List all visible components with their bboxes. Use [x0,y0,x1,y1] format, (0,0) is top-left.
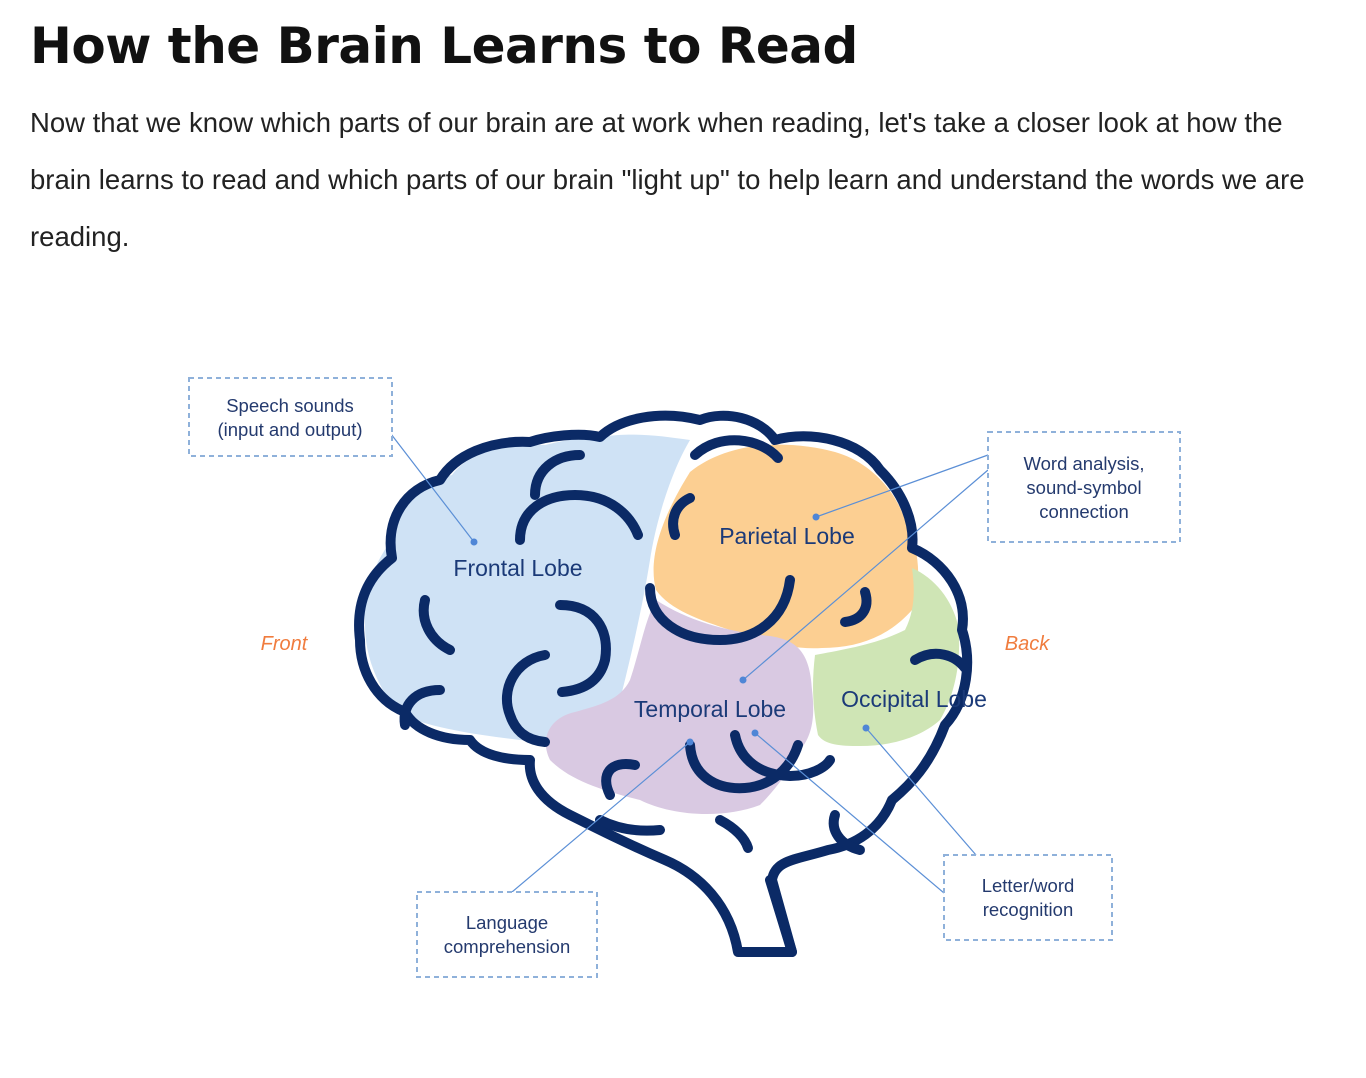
callout-leader-lines [390,433,989,894]
intro-paragraph: Now that we know which parts of our brai… [30,107,1305,252]
callout-word-analysis-line-3: connection [1039,501,1128,522]
callout-anchor-dots [470,513,870,746]
callout-word-analysis-line-1: Word analysis, [1024,453,1145,474]
occipital-lobe-label: Occipital Lobe [841,686,987,712]
callout-language-line-1: Language [466,912,548,933]
brain-outline [354,410,973,957]
front-direction-label: Front [261,633,309,655]
callout-language-line-2: comprehension [444,936,571,957]
callout-word-analysis: Word analysis, sound-symbol connection [987,431,1181,543]
callout-speech-line-1: Speech sounds [226,395,354,416]
temporal-lobe-label: Temporal Lobe [634,696,786,722]
page-title: How the Brain Learns to Read [30,17,858,75]
callout-word-analysis-line-2: sound-symbol [1026,477,1141,498]
callout-speech-line-2: (input and output) [217,419,362,440]
brain-folds [399,435,970,957]
back-direction-label: Back [1005,633,1050,655]
callout-speech-sounds: Speech sounds (input and output) [188,377,393,457]
callout-letter-word-line-2: recognition [983,899,1074,920]
frontal-lobe-label: Frontal Lobe [453,555,582,581]
parietal-lobe-region [653,444,919,649]
callout-language-comprehension: Language comprehension [416,891,598,978]
callout-letter-word-recognition: Letter/word recognition [943,854,1113,941]
parietal-lobe-label: Parietal Lobe [719,523,855,549]
occipital-lobe-region [813,568,960,746]
callout-letter-word-line-1: Letter/word [982,875,1075,896]
